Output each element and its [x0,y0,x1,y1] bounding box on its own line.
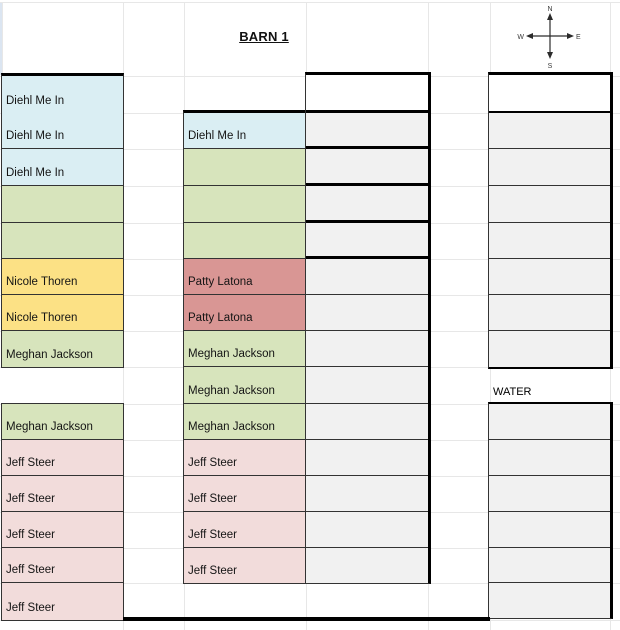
stall-cell[interactable]: Meghan Jackson [184,404,306,440]
stall-cell[interactable]: Meghan Jackson [2,404,123,440]
right-column-bottom-block [488,402,613,619]
compass-north-label: N [547,6,552,13]
empty-stall-cell[interactable] [489,186,610,223]
empty-stall-cell[interactable] [184,223,306,259]
empty-stall-cell[interactable] [489,512,610,548]
empty-stall-cell[interactable] [2,186,123,223]
gridline [0,2,620,3]
stall-cell[interactable]: Meghan Jackson [2,331,123,367]
empty-stall-cell[interactable] [489,113,610,149]
stall-cell[interactable]: Meghan Jackson [184,331,306,367]
stall-cell[interactable]: Jeff Steer [184,548,306,583]
empty-stall-cell[interactable] [489,404,610,440]
stall-cell[interactable]: Diehl Me In [2,76,123,113]
empty-stall-cell[interactable] [184,149,306,186]
empty-stall-cell[interactable] [489,75,610,113]
stall-cell[interactable]: Nicole Thoren [2,259,123,295]
empty-stall-cell[interactable] [306,295,428,331]
empty-stall-cell[interactable] [489,548,610,583]
stall-cell[interactable]: Patty Latona [184,295,306,331]
stall-cell[interactable]: Jeff Steer [2,583,123,620]
empty-stall-cell[interactable] [306,75,428,113]
empty-stall-cell[interactable] [489,295,610,331]
compass-west-label: W [517,34,524,41]
gridline [2,2,3,76]
stall-cell[interactable]: Jeff Steer [184,512,306,548]
empty-stall-cell[interactable] [489,331,610,367]
left-edge-highlight [0,2,3,75]
barn-bottom-wall-line [123,617,490,621]
stall-cell[interactable]: Jeff Steer [2,476,123,512]
stall-cell[interactable]: Jeff Steer [2,440,123,476]
empty-stall-cell[interactable] [306,440,428,476]
empty-stall-cell[interactable] [489,149,610,186]
empty-stall-cell[interactable] [306,223,428,259]
empty-stall-cell[interactable] [306,331,428,367]
empty-stall-cell[interactable] [306,512,428,548]
empty-stall-cell[interactable] [306,367,428,404]
stall-cell[interactable]: Jeff Steer [184,440,306,476]
compass-east-label: E [576,34,581,41]
stall-cell[interactable]: Diehl Me In [2,149,123,186]
compass-south-label: S [548,63,553,70]
water-label-cell[interactable]: WATER [493,386,532,398]
stall-cell[interactable]: Diehl Me In [2,113,123,149]
empty-stall-cell[interactable] [489,259,610,295]
empty-stall-cell[interactable] [2,223,123,259]
stall-cell[interactable]: Jeff Steer [184,476,306,512]
stall-cell[interactable]: Jeff Steer [2,512,123,548]
empty-stall-cell[interactable] [306,259,428,295]
right-column-top-block [488,72,613,369]
empty-stall-cell[interactable] [306,149,428,186]
stall-cell[interactable]: Nicole Thoren [2,295,123,331]
stall-cell[interactable]: Patty Latona [184,259,306,295]
empty-stall-cell[interactable] [306,186,428,223]
empty-stall-cell[interactable] [489,476,610,512]
empty-stall-cell[interactable] [489,223,610,259]
left-column-top-block: Diehl Me In [1,73,124,116]
aisle-column-block [305,72,431,584]
stall-cell[interactable]: Meghan Jackson [184,367,306,404]
empty-stall-cell[interactable] [306,404,428,440]
stall-cell[interactable]: Diehl Me In [184,113,306,149]
empty-stall-cell[interactable] [184,186,306,223]
compass-rose-icon[interactable]: N S W E [514,2,586,70]
empty-stall-cell[interactable] [306,113,428,149]
empty-stall-cell[interactable] [306,548,428,583]
empty-stall-cell[interactable] [489,583,610,618]
empty-stall-cell[interactable] [489,440,610,476]
stall-cell[interactable]: Jeff Steer [2,548,123,583]
page-title[interactable]: BARN 1 [239,29,289,44]
empty-stall-cell[interactable] [306,476,428,512]
